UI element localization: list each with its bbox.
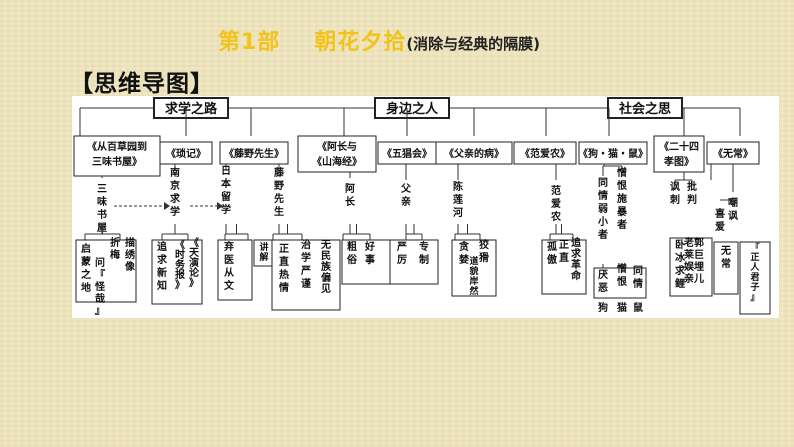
leaf-label-22: 孤傲 xyxy=(547,240,558,266)
arrow-head xyxy=(164,202,170,210)
chapter-label-8: 《狗・猫・鼠》 xyxy=(578,147,648,160)
leaf-label-2: 描绣像 xyxy=(124,236,136,273)
category-label-2: 身边之人 xyxy=(386,101,439,117)
leaf-label-15: 好事 xyxy=(364,240,375,266)
category-label-3: 社会之思 xyxy=(618,101,671,117)
chapter-label-4-b: 《山海经》 xyxy=(312,155,362,168)
chapter-label-3: 《藤野先生》 xyxy=(224,147,284,160)
level3-label-5: 阿长 xyxy=(345,183,356,208)
chapter-box-8 xyxy=(578,141,648,165)
leaf-label-23: 追求革命 xyxy=(570,236,582,282)
chapter-box-2 xyxy=(159,141,213,165)
leaf-label-31: 卧冰求鲤 xyxy=(674,238,686,290)
leaf-box-qiyi xyxy=(217,239,253,301)
chapter-box-9 xyxy=(653,135,705,173)
leaf-label-13: 无民族偏见 xyxy=(320,239,332,295)
leaf-label-35: 『正人君子』 xyxy=(749,241,760,303)
chapter-label-6: 《父亲的病》 xyxy=(444,147,504,160)
chapter-label-9: 《二十四 xyxy=(659,140,699,153)
leaf-label-29: 猫 xyxy=(617,301,627,314)
level3-label-6: 父亲 xyxy=(400,183,412,208)
mind-map-panel: 求学之路 身边之人 社会之思《从百草园到三味书屋》 《琐记》 《藤野先生》 《阿长与《山海… xyxy=(72,96,779,318)
leaf-label-14: 粗俗 xyxy=(346,240,358,266)
arrow-head xyxy=(217,202,223,210)
leaf-box-wuchang-end xyxy=(713,241,739,295)
leaf-box-wuchang xyxy=(389,239,439,285)
leaf-label-18: 专制 xyxy=(419,240,429,266)
category-label-1: 求学之路 xyxy=(165,101,218,117)
chapter-label-9-b: 孝图》 xyxy=(663,155,694,168)
leaf-box-suoji xyxy=(151,239,203,305)
title-subtitle: (消除与经典的隔膜) xyxy=(406,35,541,53)
level3-label-10: 憎恨施暴者 xyxy=(616,166,628,231)
chapter-label-1: 《从百草园到 xyxy=(87,140,147,153)
level3-label-14: 喜爱 xyxy=(715,207,725,233)
leaf-label-34: 无常 xyxy=(720,245,731,270)
leaf-box-fanainong xyxy=(541,239,587,295)
title-name: 朝花夕拾 xyxy=(314,30,407,55)
leaf-box-xiaotu xyxy=(669,237,713,297)
chapter-box-6 xyxy=(435,141,513,165)
level3-label-2: 南京求学 xyxy=(170,166,181,218)
leaf-label-6: 《天演论》 xyxy=(189,236,200,289)
leaf-label-20: 狡猾 xyxy=(479,238,489,264)
level3-label-3: 日本留学 xyxy=(221,165,232,216)
leaf-box-sanwei xyxy=(75,239,137,303)
chapter-label-4: 《阿长与 xyxy=(317,140,357,153)
level3-label-4: 藤野先生 xyxy=(274,166,285,218)
leaf-label-30: 鼠 xyxy=(633,301,643,314)
leaf-label-28: 狗 xyxy=(598,301,608,314)
leaf-box-gou xyxy=(593,267,647,299)
level3-label-11: 讽刺 xyxy=(669,180,680,206)
leaf-label-4: 问『怪哉』 xyxy=(95,256,106,317)
section-title: 【思维导图】 xyxy=(70,71,214,97)
leaf-label-24: 正直 xyxy=(559,239,569,264)
title-part: 第1部 xyxy=(218,30,281,55)
category-box-2 xyxy=(374,97,450,119)
category-box-1 xyxy=(153,97,229,119)
level3-label-13: 嘲讽 xyxy=(728,196,738,222)
leaf-label-8: 弃医从文 xyxy=(224,240,235,292)
chapter-box-7 xyxy=(513,141,577,165)
level3-label-8: 范爱农 xyxy=(550,184,561,223)
leaf-label-19: 贪婪 xyxy=(458,240,470,266)
leaf-label-26: 憎恨 xyxy=(617,262,627,288)
chapter-box-3 xyxy=(219,141,289,165)
leaf-label-17: 严厉 xyxy=(396,241,407,266)
level3-label-9: 同情弱小者 xyxy=(597,177,608,241)
leaf-label-3: 折梅 xyxy=(110,236,120,261)
page-title: 第1部 朝花夕拾(消除与经典的隔膜) xyxy=(218,24,540,56)
chapter-box-4 xyxy=(297,135,377,173)
chapter-label-2: 《琐记》 xyxy=(166,147,206,160)
chapter-label-1-b: 三味书屋》 xyxy=(92,155,142,168)
leaf-label-32: 郭巨埋儿 xyxy=(693,236,704,285)
leaf-label-7: 《时务报》 xyxy=(175,238,186,291)
leaf-label-5: 追求新知 xyxy=(156,240,168,292)
level3-label-12: 批判 xyxy=(687,180,697,206)
leaf-label-21: 道貌岸然 xyxy=(468,255,478,297)
chapter-label-5: 《五猖会》 xyxy=(382,147,432,160)
leaf-label-11: 正直热情 xyxy=(279,243,289,294)
leaf-label-33: 老莱娱亲 xyxy=(683,236,695,285)
chapter-label-10: 《无常》 xyxy=(713,147,753,160)
category-box-3 xyxy=(607,97,683,119)
leaf-label-25: 厌恶 xyxy=(598,269,608,294)
leaf-box-chenlianhe xyxy=(451,239,497,297)
leaf-label-1: 启蒙之地 xyxy=(81,242,91,294)
leaf-box-tengye xyxy=(271,239,341,311)
chapter-label-7: 《范爱农》 xyxy=(520,147,570,160)
level3-label-7: 陈莲河 xyxy=(453,180,463,219)
leaf-label-9: 讲解 xyxy=(259,241,268,263)
leaf-label-27: 同情 xyxy=(633,265,643,290)
leaf-label-12: 治学严谨 xyxy=(300,238,311,290)
leaf-box-zhengren xyxy=(739,241,771,315)
